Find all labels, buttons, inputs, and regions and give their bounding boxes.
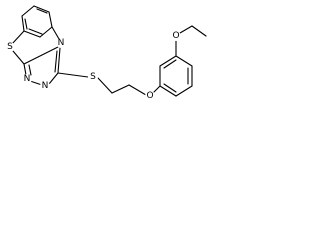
svg-text:O: O: [172, 31, 179, 41]
bond: [57, 72, 89, 78]
atom-labels: S N N N S O O: [5, 31, 181, 101]
atom-n-fused: N: [56, 38, 66, 48]
bond-inner: [36, 8, 48, 14]
bond: [12, 50, 25, 65]
bond-inner: [28, 64, 32, 76]
bond: [39, 26, 53, 38]
bond: [128, 84, 147, 96]
atom-s-thioether: S: [88, 72, 98, 82]
bond: [175, 55, 193, 67]
bond: [57, 47, 61, 74]
bond-inner: [163, 59, 177, 69]
bond: [97, 77, 113, 94]
bond: [111, 84, 130, 94]
bond-inner: [24, 18, 28, 30]
bond: [48, 11, 53, 28]
bond: [48, 72, 59, 85]
svg-text:S: S: [7, 42, 13, 52]
bond: [21, 5, 35, 17]
bond-lines: [11, 5, 207, 97]
bond: [11, 30, 25, 45]
bond: [33, 5, 50, 13]
atom-o-ethoxy: O: [171, 31, 181, 41]
bond: [179, 25, 193, 34]
bond: [23, 63, 27, 76]
molecule-structure-diagram: S N N N S O O: [5, 5, 207, 101]
atom-o-phenoxy: O: [145, 91, 155, 101]
bond: [23, 46, 59, 65]
svg-text:N: N: [58, 38, 65, 48]
bond: [21, 15, 25, 32]
bond: [23, 30, 41, 38]
bond: [191, 25, 207, 37]
bond-inner: [163, 83, 177, 93]
svg-text:O: O: [146, 91, 153, 101]
svg-text:N: N: [42, 81, 49, 91]
bond: [159, 85, 177, 97]
bond: [153, 85, 161, 93]
svg-text:N: N: [24, 74, 31, 84]
atom-n-triazole-2: N: [40, 81, 50, 91]
svg-text:S: S: [90, 72, 96, 82]
bond-inner: [54, 50, 58, 73]
bond: [175, 85, 193, 97]
bond: [29, 80, 43, 86]
atom-s-ring: S: [5, 42, 15, 52]
bond-inner: [28, 28, 43, 35]
bond: [159, 55, 177, 67]
bond: [51, 26, 60, 40]
atom-n-triazole-1: N: [22, 74, 32, 84]
